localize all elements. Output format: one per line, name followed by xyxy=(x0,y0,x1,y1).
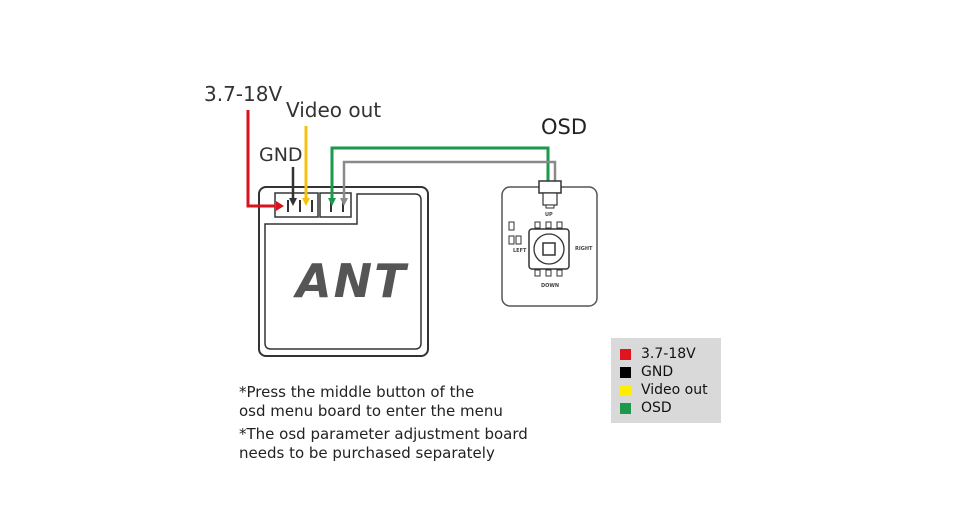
osd-connector xyxy=(319,192,352,218)
power-wire xyxy=(246,110,275,208)
video-wire-label: Video out xyxy=(286,98,382,122)
osd-button-down-label: DOWN xyxy=(541,283,560,289)
power-wire-arrow xyxy=(276,201,284,211)
legend-item: 3.7-18V xyxy=(620,345,721,363)
ground-wire-arrow xyxy=(289,198,297,206)
legend-swatch xyxy=(620,384,631,396)
note-press-middle-line2: osd menu board to enter the menu xyxy=(239,402,503,420)
osd-wire-label: OSD xyxy=(541,115,588,139)
osd-signal-wire-arrow xyxy=(328,198,336,206)
osd-button-up-label: UP xyxy=(545,212,553,218)
wire-color-legend: 3.7-18V GND Video out OSD xyxy=(611,338,721,423)
power-wire-label: 3.7-18V xyxy=(204,82,283,106)
osd-button-right-label: RIGHT xyxy=(575,246,593,252)
note-press-middle-line1: *Press the middle button of the xyxy=(239,383,475,401)
osd-board-connector xyxy=(538,180,562,194)
note-purchase-line1: *The osd parameter adjustment board xyxy=(239,425,528,443)
legend-item: GND xyxy=(620,363,721,381)
legend-swatch xyxy=(620,366,631,378)
note-purchase-line2: needs to be purchased separately xyxy=(239,444,495,462)
vtx-module-logo: ANT xyxy=(296,254,408,308)
osd-ground-wire-arrow xyxy=(340,198,348,206)
vtx-module-inner xyxy=(264,193,422,350)
osd-button-left-label: LEFT xyxy=(513,248,527,254)
video-wire-arrow xyxy=(302,198,310,206)
osd-signal-wire xyxy=(330,146,550,200)
legend-swatch xyxy=(620,402,631,414)
legend-item: Video out xyxy=(620,381,721,399)
ground-wire-label: GND xyxy=(259,144,303,166)
osd-middle-button xyxy=(542,242,556,256)
legend-label: OSD xyxy=(641,400,672,416)
legend-label: Video out xyxy=(641,382,708,398)
legend-item: OSD xyxy=(620,399,721,417)
legend-label: GND xyxy=(641,364,674,380)
osd-ground-wire xyxy=(342,160,557,200)
legend-swatch xyxy=(620,348,631,360)
legend-label: 3.7-18V xyxy=(641,346,696,362)
